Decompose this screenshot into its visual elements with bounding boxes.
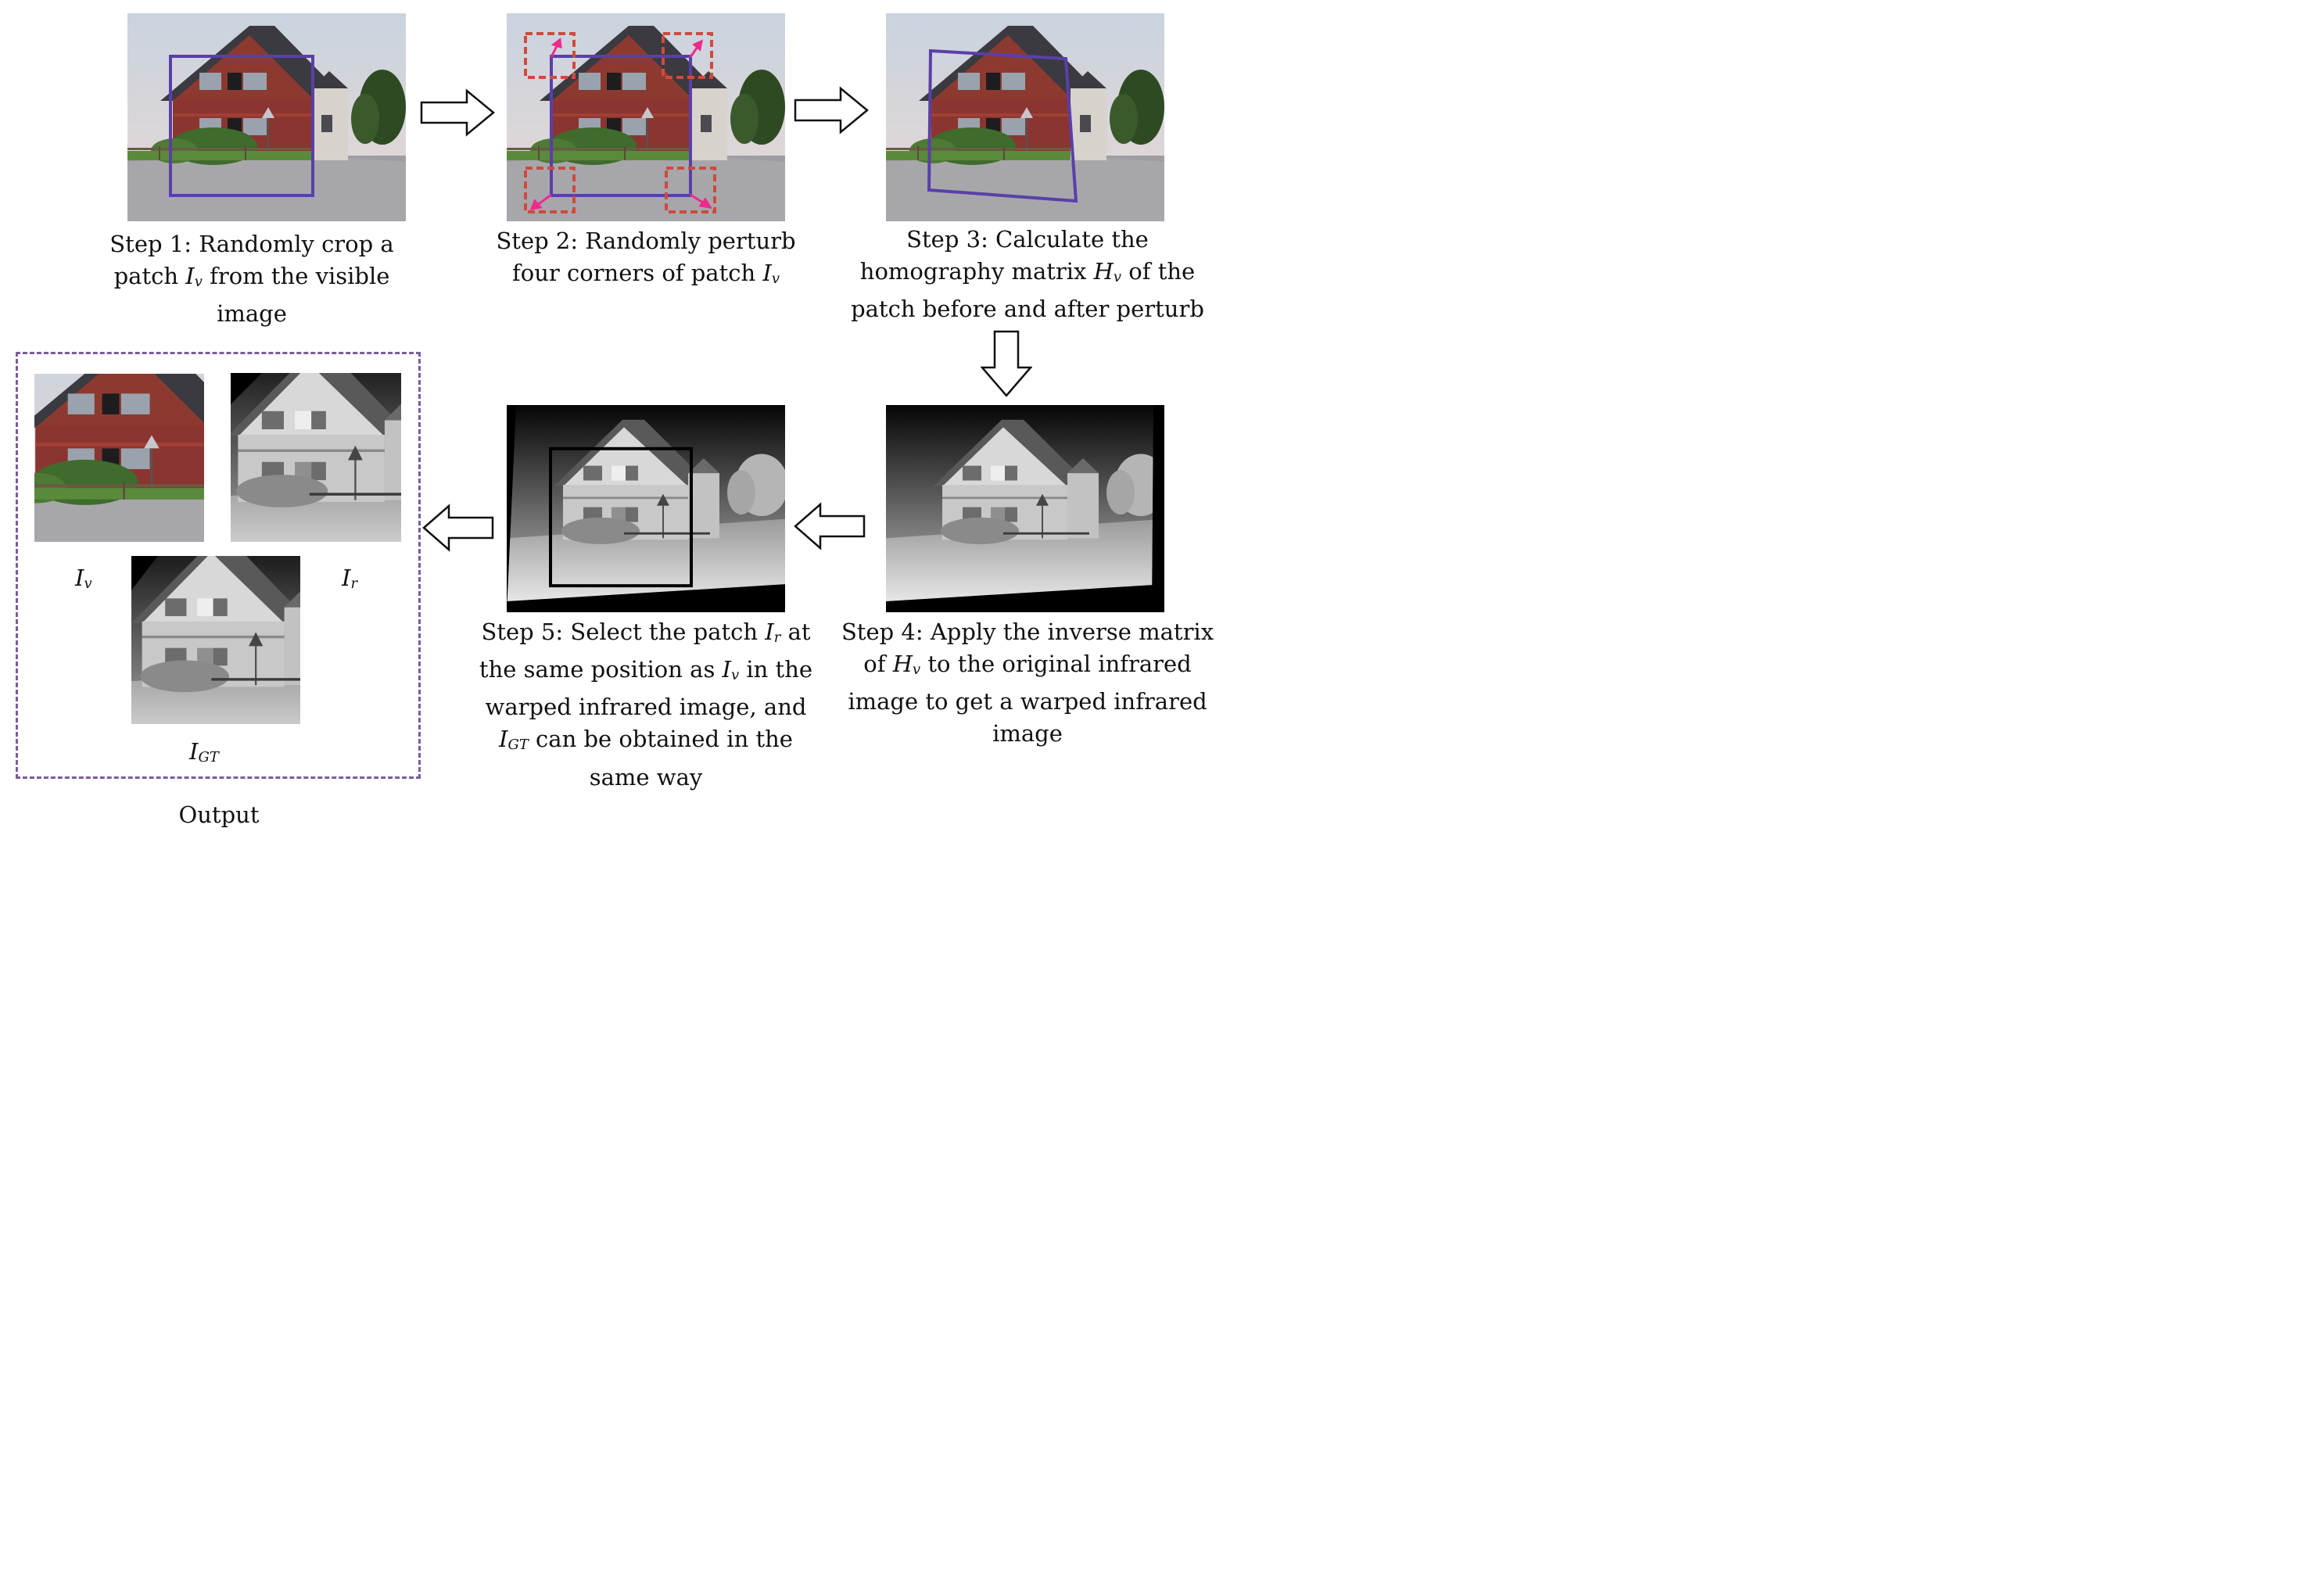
selected-patch-box bbox=[549, 446, 693, 588]
output-title: Output bbox=[178, 801, 260, 828]
corner-box-tr bbox=[662, 32, 713, 79]
right-arrow-icon bbox=[420, 88, 495, 137]
label-iv: Iv bbox=[75, 565, 92, 593]
step2-caption: Step 2: Randomly perturb four corners of… bbox=[496, 228, 796, 288]
output-box bbox=[16, 352, 421, 779]
output-visible-patch bbox=[34, 374, 204, 542]
left-arrow-icon bbox=[794, 502, 866, 550]
step4-warped-infrared-image bbox=[886, 405, 1164, 612]
perturbed-patch bbox=[927, 48, 1078, 203]
label-igt: IGT bbox=[189, 738, 219, 766]
step5-caption: Step 5: Select the patch Ir at the same … bbox=[479, 619, 813, 791]
step3-visible-image bbox=[886, 13, 1164, 221]
patch-box bbox=[550, 55, 692, 197]
output-infrared-patch bbox=[231, 373, 401, 542]
label-ir: Ir bbox=[342, 565, 358, 593]
step2-visible-image bbox=[507, 13, 785, 221]
right-arrow-icon bbox=[794, 86, 869, 134]
down-arrow-icon bbox=[981, 330, 1032, 397]
corner-box-bl bbox=[524, 167, 576, 213]
left-arrow-icon bbox=[422, 504, 494, 552]
corner-box-br bbox=[665, 167, 716, 213]
output-ground-truth-patch bbox=[131, 556, 300, 724]
step1-caption: Step 1: Randomly crop a patch Iv from th… bbox=[109, 231, 394, 328]
corner-box-tl bbox=[524, 32, 576, 79]
crop-box bbox=[169, 55, 314, 197]
step1-visible-image bbox=[127, 13, 406, 221]
step5-warped-infrared-image bbox=[507, 405, 785, 612]
step4-caption: Step 4: Apply the inverse matrix of Hv t… bbox=[841, 619, 1214, 748]
step3-caption: Step 3: Calculate the homography matrix … bbox=[851, 226, 1204, 323]
